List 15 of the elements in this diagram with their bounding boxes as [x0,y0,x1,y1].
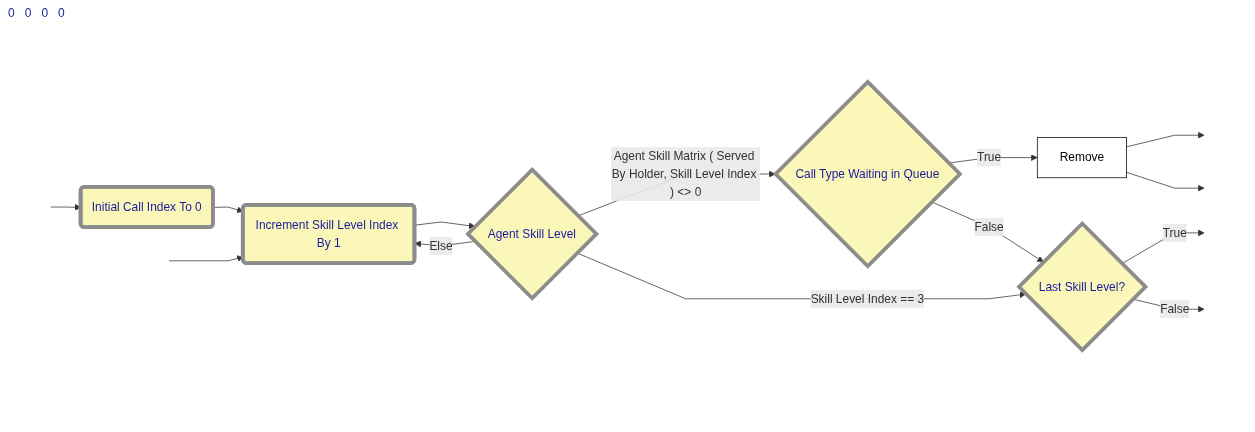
edge-label: Else [429,239,453,252]
edge-label: Agent Skill Matrix ( Served By Holder, Skill Level Index ) <> 0 [611,149,757,198]
counter-label: 0 [24,6,32,20]
edge-label: Skill Level Index == 3 [810,292,925,305]
node-box: Remove [1036,137,1127,179]
counter-label: 0 [8,6,15,20]
counter-label: 0 [58,6,65,20]
node-diamond: Call Type Waiting in Queue [772,79,963,269]
node-diamond: Last Skill Level? [1016,220,1149,353]
edge-label: False [974,220,1004,233]
node-diamond: Agent Skill Level [465,167,600,301]
edge-label: False [1160,302,1190,316]
edge-label: True [977,150,1002,164]
counter-label: 0 [41,6,49,20]
edge-label: True [1162,226,1187,239]
